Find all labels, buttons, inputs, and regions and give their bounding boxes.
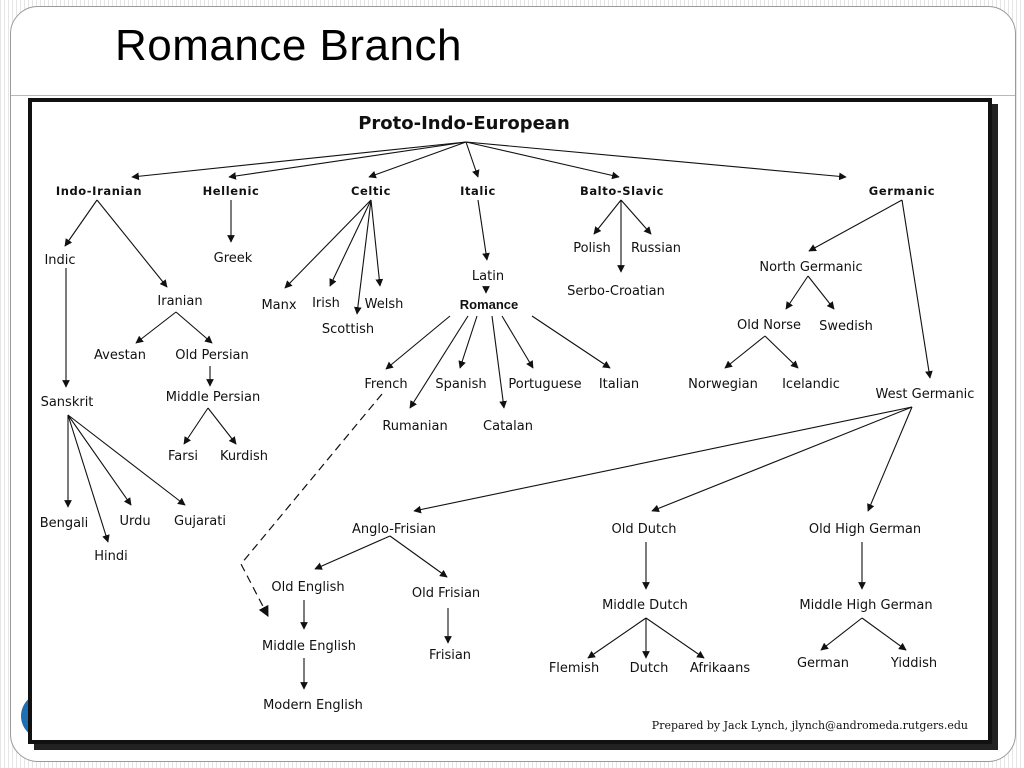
lang-catalan: Catalan	[483, 419, 533, 434]
italic-edges	[240, 199, 611, 617]
root-edges	[131, 141, 847, 181]
language-tree-diagram: Proto-Indo-European Indo-Iranian Helleni…	[40, 113, 975, 732]
lang-indic: Indic	[44, 253, 75, 268]
lang-afrikaans: Afrikaans	[690, 661, 750, 676]
romance-highlight-label: Romance	[460, 297, 519, 312]
lang-old-frisian: Old Frisian	[412, 586, 480, 601]
lang-norwegian: Norwegian	[688, 377, 758, 392]
lang-french: French	[364, 377, 407, 392]
lang-old-english: Old English	[271, 580, 344, 595]
lang-spanish: Spanish	[435, 377, 486, 392]
lang-middle-persian: Middle Persian	[166, 390, 260, 405]
indo-iranian-edges	[62, 199, 237, 543]
lang-manx: Manx	[261, 298, 296, 313]
lang-farsi: Farsi	[168, 449, 198, 464]
branch-hellenic: Hellenic	[203, 184, 260, 198]
hellenic-celtic-edges	[227, 199, 384, 315]
lang-irish: Irish	[312, 296, 340, 311]
lang-anglo-frisian: Anglo-Frisian	[352, 522, 436, 537]
lang-dutch: Dutch	[630, 661, 669, 676]
lang-german: German	[797, 656, 849, 671]
lang-rumanian: Rumanian	[382, 419, 447, 434]
lang-italian: Italian	[599, 377, 639, 392]
root-label: Proto-Indo-European	[358, 113, 570, 134]
lang-north-germanic: North Germanic	[759, 260, 862, 275]
lang-middle-english: Middle English	[262, 639, 356, 654]
balto-slavic-edges	[593, 199, 652, 273]
branch-indo-iranian: Indo-Iranian	[56, 184, 142, 198]
title-divider	[11, 95, 1015, 96]
lang-polish: Polish	[573, 241, 611, 256]
lang-portuguese: Portuguese	[508, 377, 581, 392]
lang-avestan: Avestan	[94, 348, 146, 363]
lang-hindi: Hindi	[94, 549, 128, 564]
lang-bengali: Bengali	[40, 516, 89, 531]
lang-russian: Russian	[631, 241, 681, 256]
lang-old-high-german: Old High German	[809, 522, 921, 537]
lang-icelandic: Icelandic	[782, 377, 840, 392]
lang-serbo-croatian: Serbo-Croatian	[567, 284, 665, 299]
germanic-edges	[300, 199, 933, 690]
lang-modern-english: Modern English	[263, 698, 363, 713]
lang-iranian: Iranian	[157, 294, 202, 309]
branch-balto-slavic: Balto-Slavic	[580, 184, 664, 198]
branch-celtic: Celtic	[351, 184, 391, 198]
lang-latin: Latin	[472, 269, 504, 284]
lang-scottish: Scottish	[322, 322, 374, 337]
lang-west-germanic: West Germanic	[876, 387, 975, 402]
language-tree-figure: Proto-Indo-European Indo-Iranian Helleni…	[28, 98, 992, 744]
lang-greek: Greek	[214, 251, 253, 266]
lang-urdu: Urdu	[119, 514, 150, 529]
lang-old-persian: Old Persian	[175, 348, 249, 363]
lang-gujarati: Gujarati	[174, 514, 226, 529]
branch-italic: Italic	[460, 184, 496, 198]
lang-middle-high-german: Middle High German	[799, 598, 932, 613]
branch-germanic: Germanic	[869, 184, 935, 198]
lang-kurdish: Kurdish	[220, 449, 268, 464]
lang-sanskrit: Sanskrit	[41, 395, 94, 410]
lang-yiddish: Yiddish	[890, 656, 937, 671]
lang-old-dutch: Old Dutch	[612, 522, 677, 537]
lang-middle-dutch: Middle Dutch	[602, 598, 688, 613]
lang-frisian: Frisian	[429, 648, 471, 663]
lang-old-norse: Old Norse	[737, 318, 801, 333]
lang-flemish: Flemish	[549, 661, 599, 676]
lang-welsh: Welsh	[365, 297, 404, 312]
credit-text: Prepared by Jack Lynch, jlynch@andromeda…	[652, 719, 968, 732]
lang-swedish: Swedish	[819, 319, 873, 334]
slide-title: Romance Branch	[115, 21, 462, 70]
